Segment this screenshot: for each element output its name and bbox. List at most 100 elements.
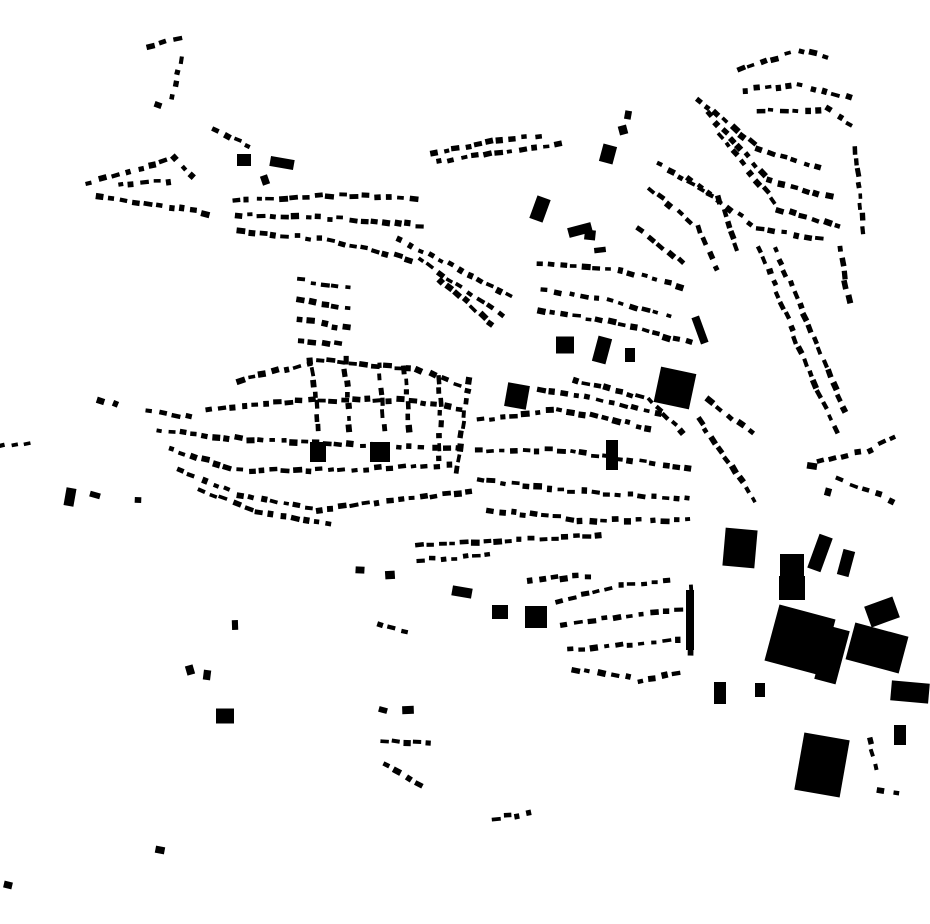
- building: [525, 809, 532, 817]
- building: [840, 453, 849, 460]
- building: [650, 517, 656, 524]
- building: [333, 340, 343, 346]
- building: [795, 345, 805, 355]
- building: [453, 465, 460, 474]
- large-building: [794, 732, 850, 798]
- building: [654, 404, 664, 413]
- small-building: [89, 490, 101, 500]
- building: [747, 137, 758, 147]
- building: [380, 739, 389, 744]
- building: [408, 397, 418, 404]
- building: [533, 482, 543, 490]
- building: [611, 516, 619, 522]
- building: [666, 249, 677, 260]
- large-building: [216, 708, 234, 724]
- building: [292, 501, 301, 509]
- building: [446, 260, 455, 268]
- building: [736, 64, 747, 73]
- building: [573, 533, 580, 538]
- large-building: [492, 605, 508, 619]
- building: [386, 497, 394, 504]
- building: [304, 236, 312, 242]
- building: [257, 370, 267, 378]
- building: [724, 141, 731, 148]
- building: [155, 202, 163, 208]
- building: [360, 218, 369, 225]
- building: [200, 455, 211, 463]
- building: [684, 175, 694, 184]
- building: [589, 411, 599, 419]
- building: [757, 168, 768, 179]
- building: [176, 466, 185, 474]
- building: [189, 452, 198, 461]
- building: [460, 420, 467, 430]
- building: [841, 270, 848, 280]
- small-building: [202, 669, 212, 681]
- building: [491, 816, 501, 822]
- small-building: [593, 246, 607, 254]
- building: [687, 635, 694, 644]
- building: [429, 149, 439, 157]
- building: [805, 323, 814, 334]
- building: [413, 780, 424, 789]
- building: [666, 167, 677, 176]
- building: [672, 335, 681, 342]
- building: [554, 598, 564, 605]
- small-building: [623, 110, 633, 120]
- building: [542, 144, 550, 149]
- building: [777, 180, 786, 189]
- building: [696, 415, 706, 427]
- building: [165, 178, 172, 186]
- building: [766, 227, 776, 235]
- building: [439, 541, 447, 546]
- building: [404, 774, 413, 783]
- building: [733, 142, 744, 153]
- building: [560, 533, 569, 540]
- building: [454, 281, 463, 289]
- building: [317, 398, 326, 403]
- building: [602, 383, 612, 392]
- building: [294, 233, 301, 238]
- building: [634, 393, 645, 400]
- building: [118, 181, 124, 187]
- building: [171, 412, 181, 420]
- large-building: [755, 683, 765, 697]
- building: [662, 495, 670, 501]
- building: [614, 492, 621, 498]
- building: [361, 500, 371, 506]
- building: [405, 424, 413, 433]
- building: [337, 240, 347, 248]
- building: [662, 638, 672, 643]
- building: [624, 418, 631, 425]
- building: [186, 471, 195, 479]
- small-building: [153, 101, 163, 109]
- building: [510, 508, 517, 516]
- building: [808, 48, 818, 57]
- building: [380, 409, 385, 419]
- building: [662, 577, 671, 584]
- large-building: [764, 604, 836, 676]
- building: [95, 396, 106, 406]
- building: [776, 258, 785, 267]
- large-building: [451, 585, 473, 599]
- building: [314, 213, 321, 220]
- building: [314, 466, 323, 472]
- building: [97, 174, 108, 182]
- building: [759, 57, 768, 66]
- building: [443, 148, 450, 154]
- building: [788, 279, 795, 287]
- building: [712, 264, 720, 272]
- building: [694, 96, 703, 105]
- building: [391, 738, 401, 744]
- large-building: [836, 548, 856, 578]
- building: [348, 361, 357, 366]
- building: [585, 317, 592, 322]
- building: [358, 360, 369, 368]
- building: [247, 212, 253, 217]
- building: [248, 374, 256, 380]
- building: [494, 286, 504, 296]
- building: [684, 495, 690, 501]
- building: [656, 160, 664, 167]
- building: [849, 482, 859, 490]
- building: [221, 463, 232, 472]
